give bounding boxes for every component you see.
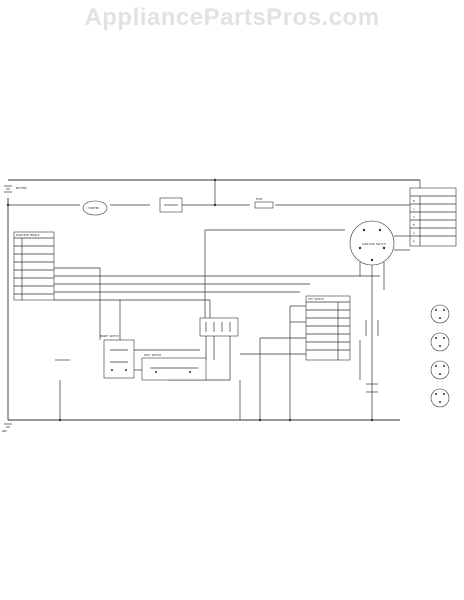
ignition-switch-label: IGNITION SWITCH	[362, 242, 386, 246]
pto-switch: PTO SWITCH	[305, 295, 351, 361]
seat-switch: SEAT SWITCH	[141, 353, 207, 381]
pto-wires	[240, 305, 306, 420]
battery-symbol: BATTERY	[4, 185, 27, 193]
ignition-switch: IGNITION SWITCH	[349, 220, 395, 266]
seat-switch-label: SEAT SWITCH	[144, 353, 162, 357]
ignition-switch-wires	[204, 180, 421, 340]
fuse: FUSE	[254, 197, 274, 209]
connector-diagram-4	[430, 388, 450, 408]
battery-label: BATTERY	[16, 186, 27, 190]
switch-table-row: S	[413, 215, 415, 219]
module-output-wires	[54, 267, 380, 330]
switch-table-row: B	[413, 199, 415, 203]
switch-table	[409, 187, 457, 247]
starter-label: STARTER	[88, 206, 99, 210]
lower-right-switches	[365, 320, 379, 393]
solenoid	[159, 197, 183, 213]
pto-switch-label: PTO SWITCH	[308, 297, 324, 301]
switch-table-row: G	[413, 231, 415, 235]
brake-switch: BRAKE SWITCH	[100, 334, 135, 379]
connector-diagram-1	[430, 304, 450, 324]
ignition-module: IGNITION MODULE	[13, 231, 55, 301]
lower-wires	[55, 280, 373, 420]
junction-dots	[6, 178, 374, 422]
ground-label: GND	[2, 429, 7, 433]
switch-table-row: A	[413, 239, 415, 243]
connector-diagram-3	[430, 360, 450, 380]
starter-motor: STARTER	[82, 200, 108, 216]
switch-table-row: M	[413, 223, 415, 227]
ignition-module-label: IGNITION MODULE	[16, 233, 40, 237]
watermark: AppliancePartsPros.com	[84, 4, 380, 31]
fuse-label: FUSE	[256, 197, 263, 201]
ground-bus: GND	[2, 419, 400, 433]
brake-switch-label: BRAKE SWITCH	[100, 334, 119, 338]
switch-table-row: L	[413, 207, 415, 211]
connector-diagram-2	[430, 332, 450, 352]
